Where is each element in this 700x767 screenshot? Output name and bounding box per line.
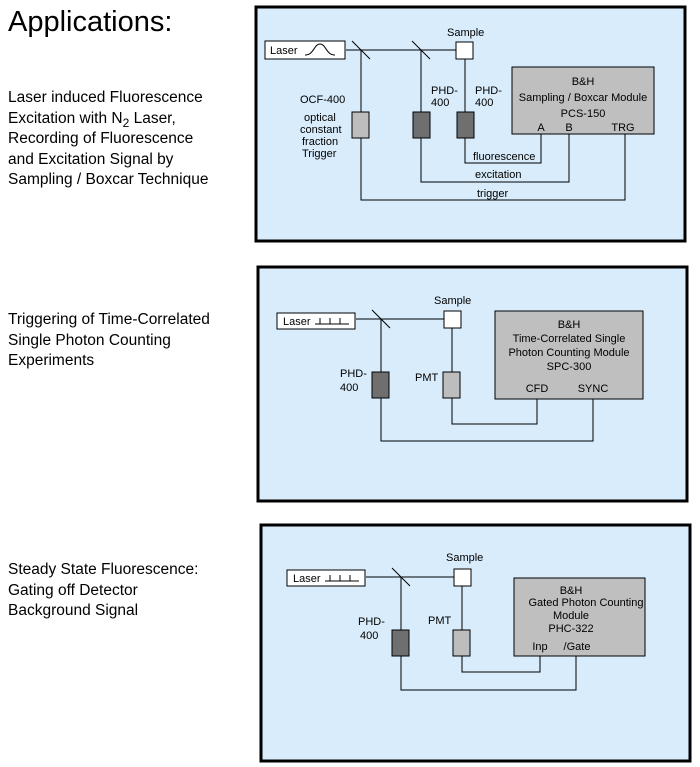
app2-laser-label: Laser (283, 316, 311, 328)
app3-module-line3: Module (553, 610, 589, 622)
app3-phd-label1: PHD- (358, 616, 385, 628)
app1-sample-box (455, 41, 474, 60)
app2-module-line1: B&H (558, 319, 581, 331)
app1-laser-box (264, 40, 346, 60)
app1-port-b: B (565, 122, 572, 134)
app3-module-line4: PHC-322 (548, 623, 593, 635)
app1-wire-fluorescence (464, 134, 542, 164)
app1-signal-fluorescence: fluorescence (473, 151, 535, 163)
app3-module-box (513, 577, 646, 657)
app1-port-a: A (537, 122, 545, 134)
app2-laser-pulse-train-icon (315, 318, 349, 325)
app3-phd-label2: 400 (360, 630, 378, 642)
app2-laser-box (276, 312, 356, 330)
app2-module-line3: Photon Counting Module (508, 347, 629, 359)
app1-text-line4: and Excitation Signal by (8, 150, 174, 168)
app1-ocf-detector (351, 111, 370, 139)
app1-wire-excitation (420, 134, 570, 183)
page-title: Applications: (8, 6, 173, 38)
app2-text-line2: Single Photon Counting (8, 331, 171, 349)
app2-phd-label1: PHD- (340, 368, 367, 380)
app2-module-line4: SPC-300 (547, 361, 592, 373)
app2-sample-label: Sample (434, 295, 471, 307)
app1-wire-trigger (360, 134, 626, 201)
app1-signal-excitation: excitation (475, 169, 521, 181)
app1-module-line3: PCS-150 (561, 108, 606, 120)
app1-text-line2-post: Laser, (129, 109, 176, 127)
app3-text-line1: Steady State Fluorescence: (8, 561, 199, 578)
app3-text-line3: Background Signal (8, 602, 139, 619)
app1-text-line2-subscript: 2 (122, 115, 130, 130)
app1-ocf-desc2: constant (300, 124, 342, 136)
app3-sample-box (453, 568, 472, 587)
app3-wire-gate (400, 656, 577, 691)
app3-text-line2: Gating off Detector (8, 581, 138, 599)
app3-module-line2: Gated Photon Counting (529, 597, 644, 609)
app2-module-line2: Time-Correlated Single (513, 333, 626, 345)
app1-ocf-desc1: optical (304, 112, 336, 124)
app1-laser-pulse-icon (304, 43, 336, 56)
app3-laser-label: Laser (293, 573, 321, 585)
app2-wire-cfd (451, 398, 538, 425)
app1-ocf-desc4: Trigger (302, 148, 337, 160)
app1-phd-a-label1: PHD- (431, 85, 458, 97)
app1-module-line2: Sampling / Boxcar Module (519, 92, 647, 104)
app1-phd-b-detector (456, 111, 475, 139)
app1-text-line2: Excitation with N2 Laser, (8, 109, 176, 130)
app1-phd-b-label2: 400 (475, 97, 493, 109)
app3-diagram: Laser Sample PHD- 400 PMT B&H Gated Phot… (259, 523, 692, 763)
app2-port-cfd: CFD (526, 383, 549, 395)
app3-wiring (366, 567, 577, 691)
app3-pmt-detector (452, 629, 471, 657)
app1-phd-a-label2: 400 (431, 97, 449, 109)
app1-phd-a-detector (412, 111, 431, 139)
app3-pmt-label: PMT (428, 615, 452, 627)
app1-description: Laser induced Fluorescence Excitation wi… (8, 88, 208, 191)
app2-phd-detector (371, 371, 390, 399)
app2-wiring (356, 309, 594, 442)
app2-text-line3: Experiments (8, 352, 95, 369)
app3-port-gate: /Gate (564, 641, 591, 653)
app2-description: Triggering of Time-Correlated Single Pho… (8, 310, 210, 372)
app3-laser-pulse-train-icon (325, 575, 359, 582)
app2-diagram: Laser Sample PHD- 400 PMT B&H Time-Corre… (256, 265, 689, 503)
app2-phd-label2: 400 (340, 382, 358, 394)
app1-ocf-desc3: fraction (302, 136, 338, 148)
app1-text-line1: Laser induced Fluorescence (8, 89, 203, 106)
app1-laser-label: Laser (270, 45, 298, 57)
app1-text-line5: Sampling / Boxcar Technique (8, 171, 209, 188)
app3-module-line1: B&H (560, 585, 583, 597)
app1-phd-b-label1: PHD- (475, 85, 502, 97)
app3-laser-box (286, 569, 366, 587)
app3-sample-label: Sample (446, 552, 483, 564)
app1-wiring (346, 40, 626, 201)
app1-text-line2-pre: Excitation with N (8, 109, 123, 127)
app1-ocf-label: OCF-400 (300, 94, 345, 106)
app1-module-box (511, 66, 655, 135)
app2-sample-box (443, 310, 462, 329)
app2-pmt-label: PMT (415, 372, 439, 384)
app3-wire-inp (461, 656, 541, 673)
app1-text-line3: Recording of Fluorescence (8, 130, 194, 147)
app1-signal-trigger: trigger (477, 188, 509, 200)
app2-text-line1: Triggering of Time-Correlated (8, 311, 210, 328)
app1-port-trg: TRG (611, 122, 634, 134)
app2-pmt-detector (442, 371, 461, 399)
app1-sample-label: Sample (447, 27, 484, 39)
app2-wire-sync (380, 398, 594, 442)
app1-module-line1: B&H (572, 76, 595, 88)
app3-port-inp: Inp (532, 641, 547, 653)
app2-port-sync: SYNC (578, 383, 609, 395)
app2-module-box (494, 310, 644, 400)
app1-diagram: Laser Sample OCF-400 optical constant fr… (254, 5, 687, 243)
app3-phd-detector (391, 629, 410, 657)
app3-description: Steady State Fluorescence: Gating off De… (8, 560, 198, 622)
